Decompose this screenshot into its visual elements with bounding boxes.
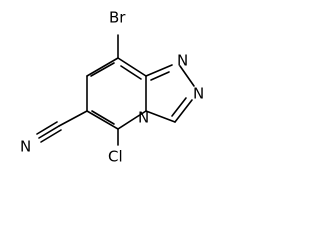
bond-c6-cn	[58, 110, 88, 127]
bond-n1-n2	[179, 65, 195, 87]
atom-label-ring-n-bridge: N	[138, 109, 149, 127]
bond-c3-n4	[145, 110, 176, 123]
atom-label-nitrile-n: N	[20, 138, 31, 156]
bond-c8-c7	[86, 57, 119, 77]
bond-n2-c3-inner	[171, 97, 187, 117]
bond-c8a-n1-inner	[150, 71, 170, 81]
bond-cn-triple-a	[38, 125, 60, 139]
atom-label-ring-n-top: N	[177, 52, 188, 70]
bond-c8-c7-inner	[90, 62, 115, 77]
bond-cn-triple-b	[36, 121, 58, 135]
atom-label-ring-n-right: N	[193, 85, 204, 103]
bond-c8a-n1	[145, 64, 173, 77]
bond-c8a-c8-inner	[120, 65, 142, 80]
bond-c6-c5-inner	[91, 110, 115, 125]
bond-group	[36, 34, 195, 146]
bond-c6-c5	[86, 110, 119, 130]
chemical-structure-diagram: Br Cl N N N N	[20, 9, 204, 166]
bond-cn-triple-c	[40, 129, 62, 143]
bond-c8a-c8	[117, 57, 147, 77]
atom-label-br: Br	[109, 9, 126, 27]
bond-c5-n4	[117, 110, 147, 130]
atom-label-cl: Cl	[108, 148, 123, 166]
molecule-canvas: Br Cl N N N N	[20, 8, 205, 166]
atom-labels: Br Cl N N N N	[20, 9, 204, 166]
bond-n2-c3	[174, 99, 193, 123]
